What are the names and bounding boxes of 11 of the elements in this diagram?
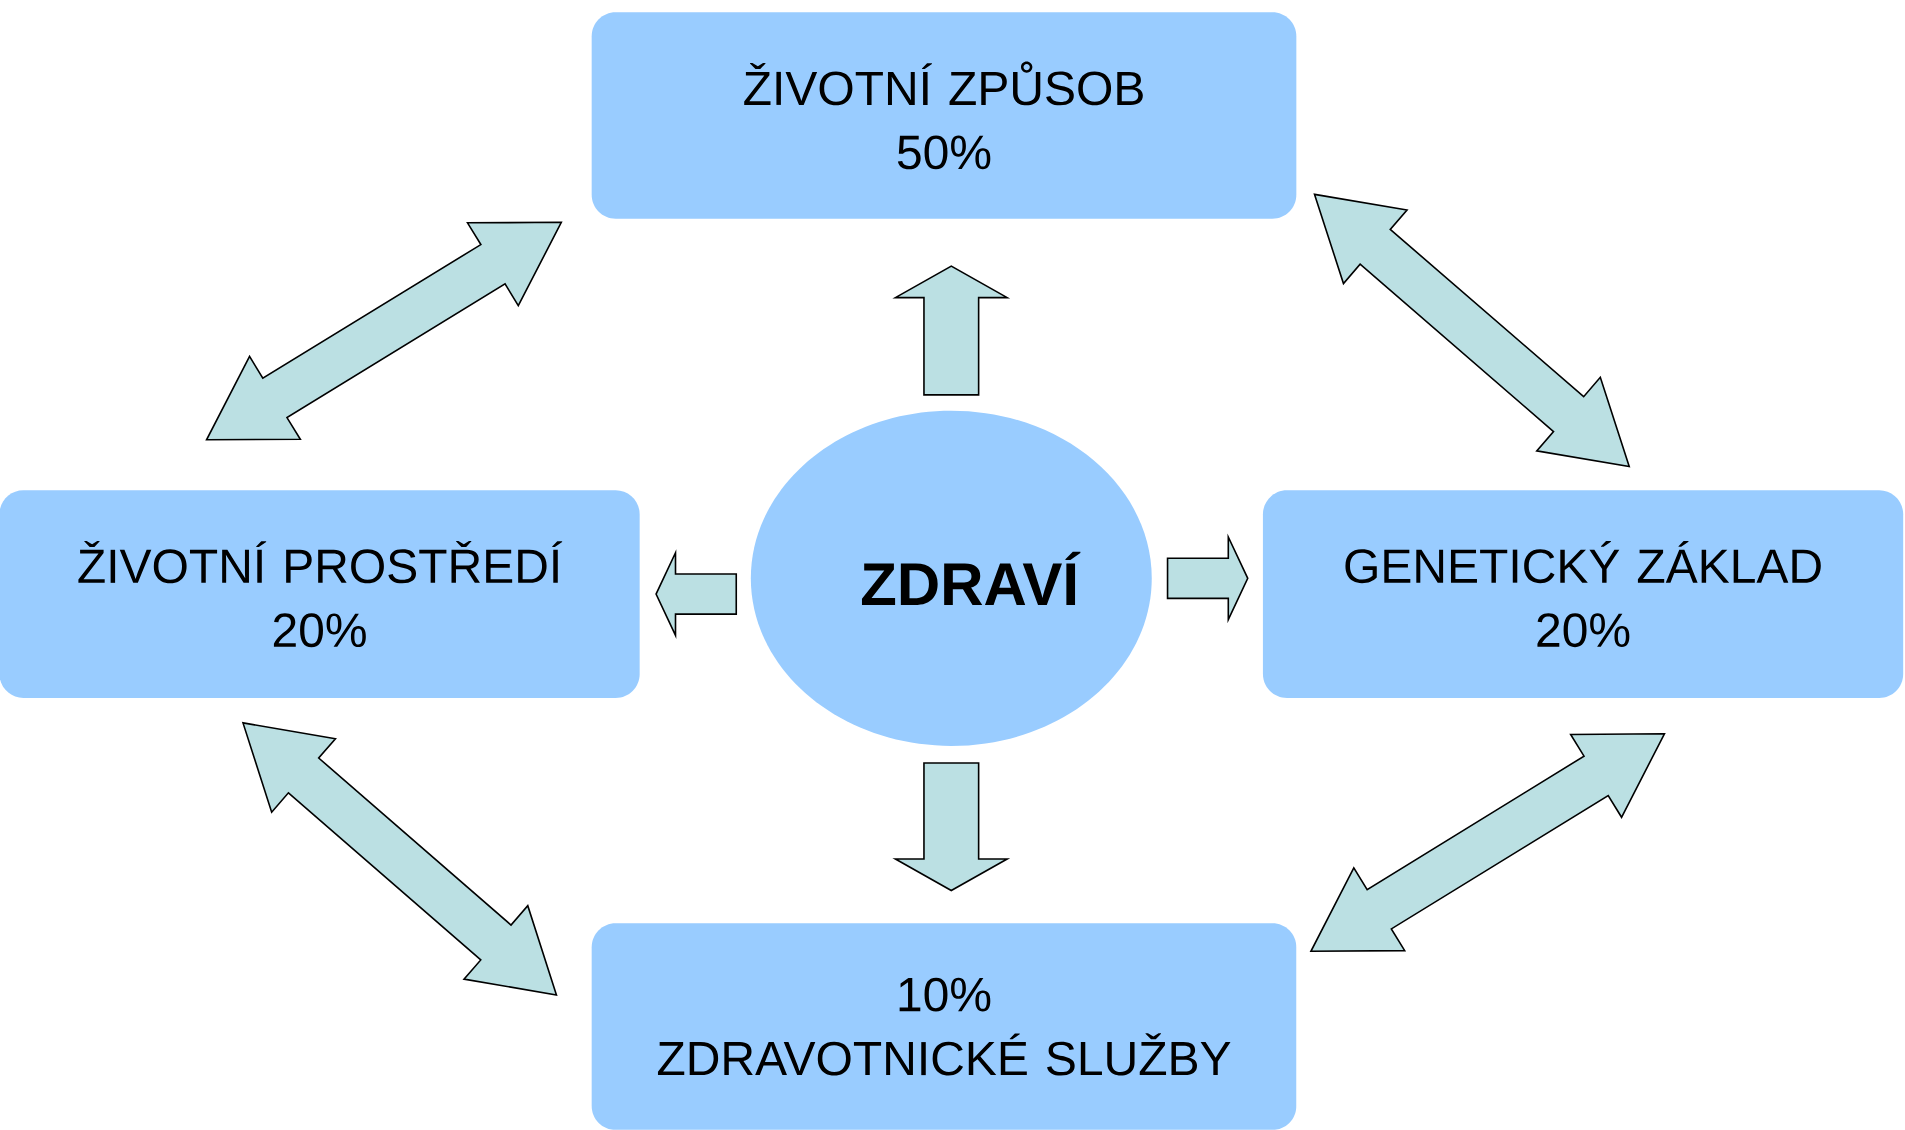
process-box: ŽIVOTNÍ ZPŮSOB 50% bbox=[591, 12, 1297, 219]
block-arrow bbox=[205, 221, 563, 441]
process-box: GENETICKÝ ZÁKLAD 20% bbox=[1262, 490, 1904, 699]
block-arrow bbox=[1309, 733, 1666, 953]
block-arrow bbox=[1166, 533, 1249, 624]
block-arrow bbox=[892, 265, 1011, 396]
process-box: ŽIVOTNÍ PROSTŘEDÍ 20% bbox=[0, 490, 640, 699]
block-arrow bbox=[892, 762, 1011, 892]
block-arrow bbox=[655, 549, 738, 640]
block-arrow bbox=[1313, 193, 1631, 468]
process-box: 10% ZDRAVOTNICKÉ SLUŽBY bbox=[591, 923, 1297, 1130]
